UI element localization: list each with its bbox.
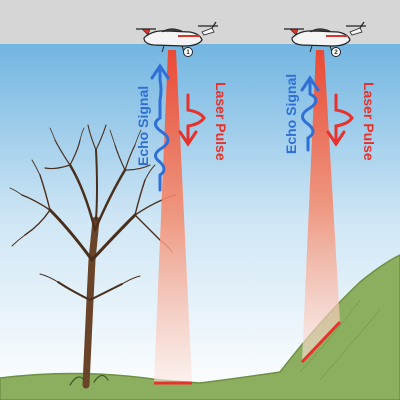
marker-badge-2 xyxy=(331,47,341,57)
ground-texture xyxy=(299,299,381,381)
panel-1: 1 Echo Signal Laser Pulse xyxy=(135,21,229,385)
laser-pulse-label-1: Laser Pulse xyxy=(213,82,229,161)
echo-signal-label-1: Echo Signal xyxy=(135,86,151,166)
marker-badge-1 xyxy=(183,47,193,57)
echo-signal-2 xyxy=(300,75,320,152)
marker-number-2: 2 xyxy=(334,50,338,56)
laser-pulse-2 xyxy=(326,93,354,147)
aircraft-2 xyxy=(284,21,366,57)
laser-pulse-label-2: Laser Pulse xyxy=(361,82,377,161)
tree xyxy=(9,124,177,389)
marker-number-1: 1 xyxy=(186,50,190,56)
aircraft-1 xyxy=(136,21,218,57)
ground xyxy=(0,254,400,400)
panel-2: 2 Echo Signal Laser Pulse xyxy=(283,21,377,364)
laser-pulse-1 xyxy=(178,93,206,147)
laser-beam-2 xyxy=(302,50,340,362)
echo-signal-label-2: Echo Signal xyxy=(283,74,299,154)
echo-signal-1 xyxy=(150,63,170,192)
laser-beam-1 xyxy=(154,50,192,383)
ground-hit-2 xyxy=(300,320,342,364)
